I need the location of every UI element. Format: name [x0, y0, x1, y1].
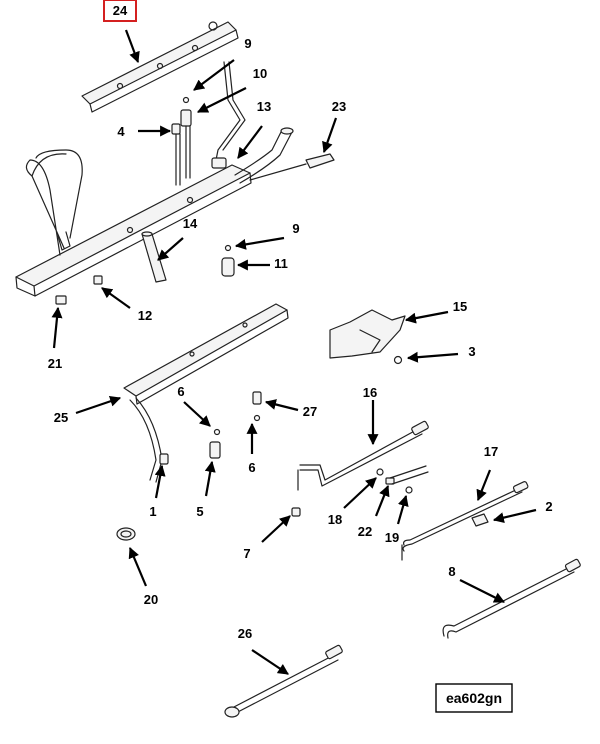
- fuel-rail-top: [81, 21, 239, 113]
- line-17: [401, 481, 529, 561]
- callout-26: 26: [238, 626, 252, 641]
- callout-10: 10: [253, 66, 267, 81]
- lower-rail-25: [123, 303, 289, 483]
- line-8: [442, 558, 581, 639]
- clip-22: [385, 477, 395, 485]
- callout-11: 11: [274, 256, 288, 271]
- callout-13: 13: [257, 99, 271, 114]
- callout-6-right: 6: [248, 460, 255, 475]
- callout-4: 4: [117, 124, 125, 139]
- callout-22: 22: [358, 524, 372, 539]
- grommet-20: [116, 527, 136, 541]
- fitting-27: [252, 391, 262, 405]
- o-ring-9-lower: [224, 244, 232, 252]
- injector-10: [180, 109, 192, 127]
- callout-18: 18: [328, 512, 342, 527]
- callout-16: 16: [363, 385, 377, 400]
- callout-6-left: 6: [177, 384, 184, 399]
- figure-id-box: ea602gn: [435, 683, 513, 713]
- callout-21: 21: [48, 356, 62, 371]
- callout-12: 12: [138, 308, 152, 323]
- callout-19: 19: [385, 530, 399, 545]
- fitting-4: [171, 123, 181, 135]
- callout-20: 20: [144, 592, 158, 607]
- figure-id: ea602gn: [446, 690, 502, 706]
- callout-labels: 24 9 10 13 23 4 14 9 11 12 21 15 3 25 6 …: [48, 0, 553, 641]
- callout-8: 8: [448, 564, 455, 579]
- callout-27: 27: [303, 404, 317, 419]
- o-ring-6-right: [253, 414, 261, 422]
- fitting-5: [209, 441, 221, 459]
- o-ring-6-left: [213, 428, 221, 436]
- callout-3: 3: [468, 344, 475, 359]
- part-drawings: [15, 21, 581, 718]
- line-16: [297, 420, 429, 491]
- callout-23: 23: [332, 99, 346, 114]
- callout-5: 5: [196, 504, 203, 519]
- line-19: [389, 465, 429, 485]
- callout-9-upper: 9: [244, 36, 251, 51]
- callout-17: 17: [484, 444, 498, 459]
- callout-24: 24: [113, 3, 128, 18]
- nut-18: [376, 468, 384, 476]
- nut-7: [291, 507, 301, 517]
- clip-2: [471, 513, 489, 527]
- sleeve-14: [141, 231, 167, 283]
- callout-7: 7: [243, 546, 250, 561]
- callout-9-lower: 9: [292, 221, 299, 236]
- callout-arrows: [51, 29, 537, 675]
- injector-11: [221, 257, 235, 277]
- harness-26: [224, 644, 343, 718]
- callout-25: 25: [54, 410, 68, 425]
- main-rail-13: [15, 127, 294, 305]
- callout-highlight-box: [103, 0, 137, 22]
- bracket-15: [329, 309, 406, 365]
- callout-1: 1: [149, 504, 156, 519]
- callout-2: 2: [545, 499, 552, 514]
- fitting-1: [159, 453, 169, 465]
- callout-15: 15: [453, 299, 467, 314]
- o-ring-9-upper: [182, 96, 190, 104]
- callout-14: 14: [183, 216, 198, 231]
- tube-upper: [214, 61, 241, 166]
- bracket-23: [249, 153, 335, 181]
